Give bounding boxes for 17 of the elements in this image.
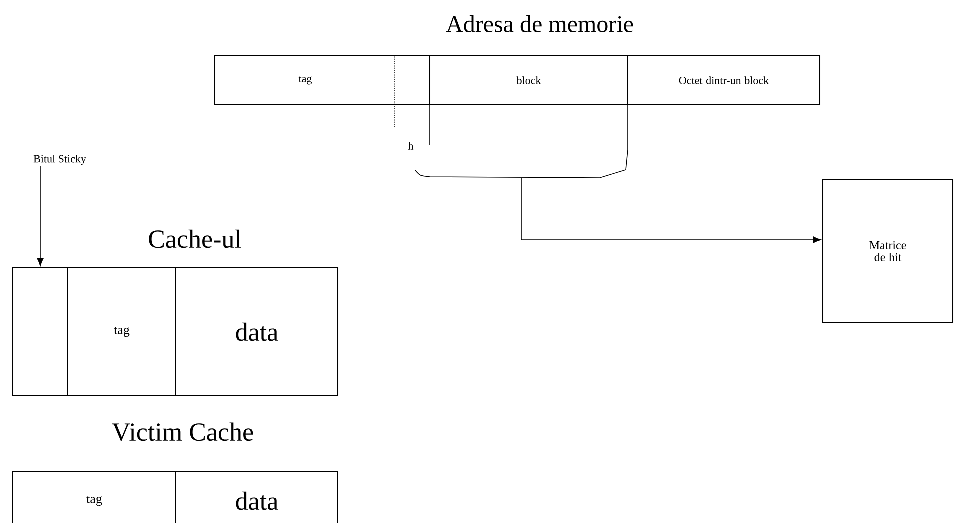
cell: data (176, 268, 338, 396)
brace (414, 150, 628, 178)
node-label: Victim Cache (112, 422, 254, 442)
node-label: Cache-ul (149, 230, 242, 248)
node-label: Adresa de memorie (446, 16, 634, 32)
cell: tag (214, 56, 430, 106)
cell: tag (12, 472, 176, 523)
cell: data (176, 472, 338, 523)
bare-label: Bitul Sticky (34, 155, 86, 165)
field-label: h (408, 142, 414, 150)
arrow (521, 178, 822, 244)
cell: Octet dintr-un block (628, 56, 820, 106)
cell: block (430, 56, 628, 106)
cell (12, 268, 68, 396)
arrow (37, 166, 44, 266)
cell: tag (68, 268, 176, 396)
process-box: Matrice de hit (822, 180, 954, 324)
